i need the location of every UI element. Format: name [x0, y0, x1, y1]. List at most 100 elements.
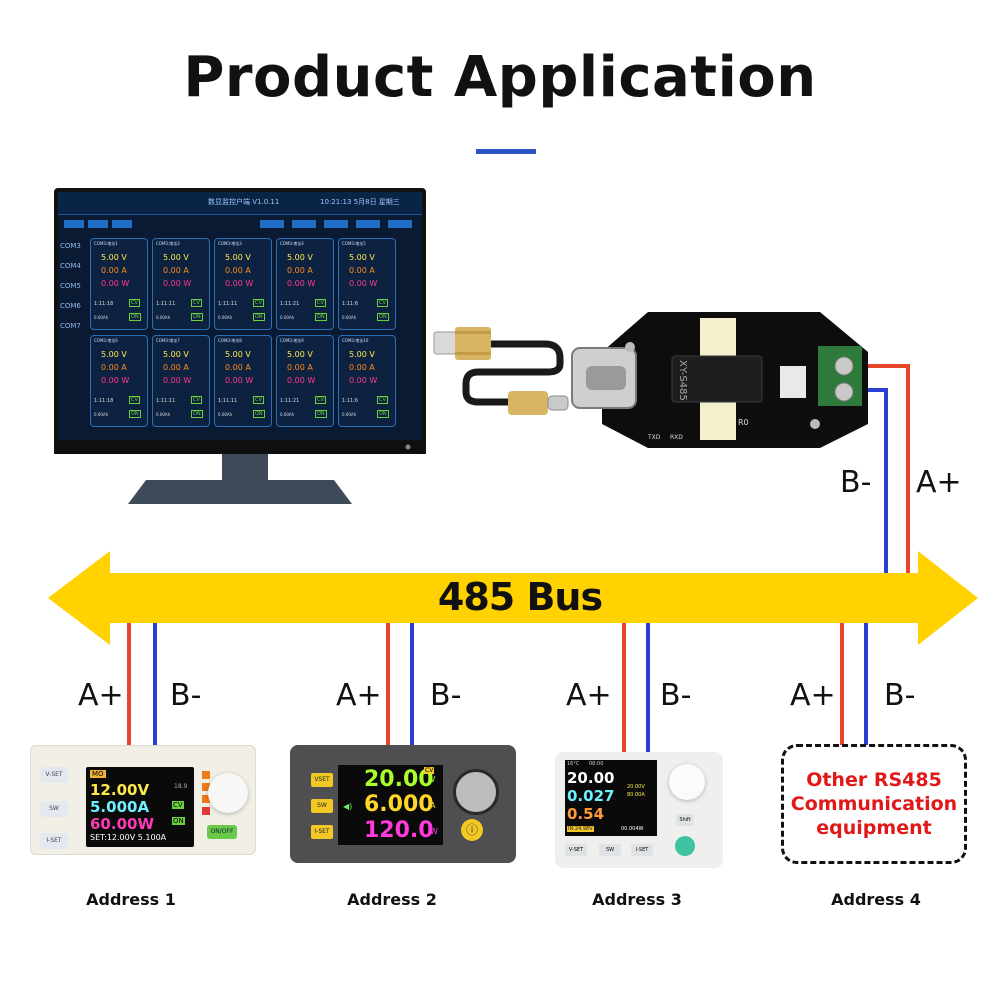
- tile-ah: 0.00Ah: [94, 315, 109, 320]
- tile-current: 0.00 A: [225, 266, 251, 275]
- tile-header: COM3:地址6: [94, 338, 118, 343]
- device2-knob[interactable]: [453, 769, 499, 815]
- toolbar-button[interactable]: [292, 220, 316, 228]
- tile-state: ON: [253, 410, 265, 418]
- title-underline: [476, 149, 536, 154]
- tile-voltage: 5.00 V: [225, 253, 251, 262]
- device1-vin: 18.9: [174, 783, 188, 790]
- usb-cable: [433, 327, 569, 415]
- device1-voltage: 12.00V: [90, 781, 150, 799]
- tile-mode: CV: [253, 396, 264, 404]
- tile-mode: CV: [377, 299, 388, 307]
- device3-current: 0.027: [567, 787, 615, 805]
- tile-state: ON: [191, 313, 203, 321]
- port-item[interactable]: COM6: [60, 302, 81, 310]
- device2-vset-button[interactable]: VSET: [311, 773, 333, 787]
- device3-iset-button[interactable]: I-SET: [631, 844, 653, 856]
- toolbar-button[interactable]: [356, 220, 380, 228]
- device4-a-label: A+: [790, 678, 836, 713]
- tile-power: 0.00 W: [287, 376, 316, 385]
- device3-shift-button[interactable]: Shift: [676, 814, 694, 826]
- toolbar-button[interactable]: [324, 220, 348, 228]
- device1-display: MO 12.00V 5.000A 60.00W 18.9 CV ON SET:1…: [86, 767, 194, 847]
- toolbar-button[interactable]: [112, 220, 132, 228]
- app-titlebar: 数显监控户端 V1.0.11 10:21:13 5月8日 星期三: [58, 192, 422, 215]
- adapter-wire-a: [860, 364, 910, 573]
- address-4-label: Address 4: [831, 890, 921, 909]
- tile-header: COM3:地址7: [156, 338, 180, 343]
- toolbar-button[interactable]: [88, 220, 108, 228]
- device2-sw-button[interactable]: SW: [311, 799, 333, 813]
- tile-power: 0.00 W: [349, 279, 378, 288]
- port-item[interactable]: COM3: [60, 242, 81, 250]
- port-item[interactable]: COM7: [60, 322, 81, 330]
- tile-current: 0.00 A: [163, 266, 189, 275]
- device3-power-button[interactable]: [675, 836, 695, 856]
- device1-vset-button[interactable]: V-SET: [40, 767, 68, 783]
- device3-b-label: B-: [660, 678, 692, 713]
- toolbar-button[interactable]: [64, 220, 84, 228]
- device2-voltage: 20.00: [364, 767, 434, 792]
- device1-knob[interactable]: [208, 773, 248, 813]
- tile-time: 1:11:11: [156, 398, 176, 404]
- port-item[interactable]: COM5: [60, 282, 81, 290]
- tile-state: ON: [315, 410, 327, 418]
- device2-cv: CV: [424, 767, 435, 774]
- device3-vset-button[interactable]: V-SET: [565, 844, 587, 856]
- tile-power: 0.00 W: [163, 279, 192, 288]
- tile-header: COM3:地址4: [280, 241, 304, 246]
- device3-sw-button[interactable]: SW: [599, 844, 621, 856]
- tile-header: COM3:地址2: [156, 241, 180, 246]
- port-item[interactable]: COM4: [60, 262, 81, 270]
- tile-mode: CV: [129, 299, 140, 307]
- adapter-wire-b: [860, 388, 888, 573]
- device3-time: 08:00: [589, 761, 604, 767]
- tile-time: 1:11:21: [280, 301, 300, 307]
- device2-b-label: B-: [430, 678, 462, 713]
- device1-current: 5.000A: [90, 798, 150, 816]
- device1-sw-button[interactable]: SW: [40, 801, 68, 817]
- tile-header: COM3:地址8: [218, 338, 242, 343]
- tile-header: COM3:地址1: [94, 241, 118, 246]
- tile-ah: 0.00Ah: [218, 315, 233, 320]
- toolbar-button[interactable]: [260, 220, 284, 228]
- tile-time: 1:11:11: [218, 398, 238, 404]
- device2-power-button[interactable]: ⓘ: [461, 819, 483, 841]
- device2-iset-button[interactable]: I-SET: [311, 825, 333, 839]
- app-clock: 10:21:13 5月8日 星期三: [320, 198, 400, 206]
- tile-voltage: 5.00 V: [225, 350, 251, 359]
- tile-current: 0.00 A: [349, 266, 375, 275]
- tile-state: ON: [377, 410, 389, 418]
- tile-mode: CV: [315, 396, 326, 404]
- device1-onoff-button[interactable]: ON/OFF: [207, 825, 237, 839]
- tile-power: 0.00 W: [101, 279, 130, 288]
- address-2-label: Address 2: [347, 890, 437, 909]
- adapter-r-label: R0: [738, 418, 749, 427]
- device3-knob[interactable]: [669, 764, 705, 800]
- tile-header: COM3:地址3: [218, 241, 242, 246]
- tile-state: ON: [315, 313, 327, 321]
- toolbar-button[interactable]: [388, 220, 412, 228]
- device2-current: 6.000: [364, 792, 434, 817]
- tile-current: 0.00 A: [287, 363, 313, 372]
- tile-mode: CV: [191, 396, 202, 404]
- device1-iset-button[interactable]: I-SET: [40, 833, 68, 849]
- device3-display: 16°C 08:00 20.00 0.027 0.54 20.00V 80.00…: [565, 760, 657, 836]
- tile-mode: CV: [191, 299, 202, 307]
- tile-ah: 0.00Ah: [342, 412, 357, 417]
- tile-current: 0.00 A: [225, 363, 251, 372]
- tile-current: 0.00 A: [349, 363, 375, 372]
- adapter-b-label: B-: [840, 465, 872, 500]
- adapter-txd-label: TXD: [648, 434, 661, 441]
- tile-state: ON: [129, 313, 141, 321]
- tile-power: 0.00 W: [225, 376, 254, 385]
- tile-ah: 0.00Ah: [94, 412, 109, 417]
- adapter-chip-label: XY-S485: [677, 360, 688, 401]
- tile-power: 0.00 W: [101, 376, 130, 385]
- tile-voltage: 5.00 V: [349, 350, 375, 359]
- device3-input-voltage: IN:24.98V: [567, 826, 594, 832]
